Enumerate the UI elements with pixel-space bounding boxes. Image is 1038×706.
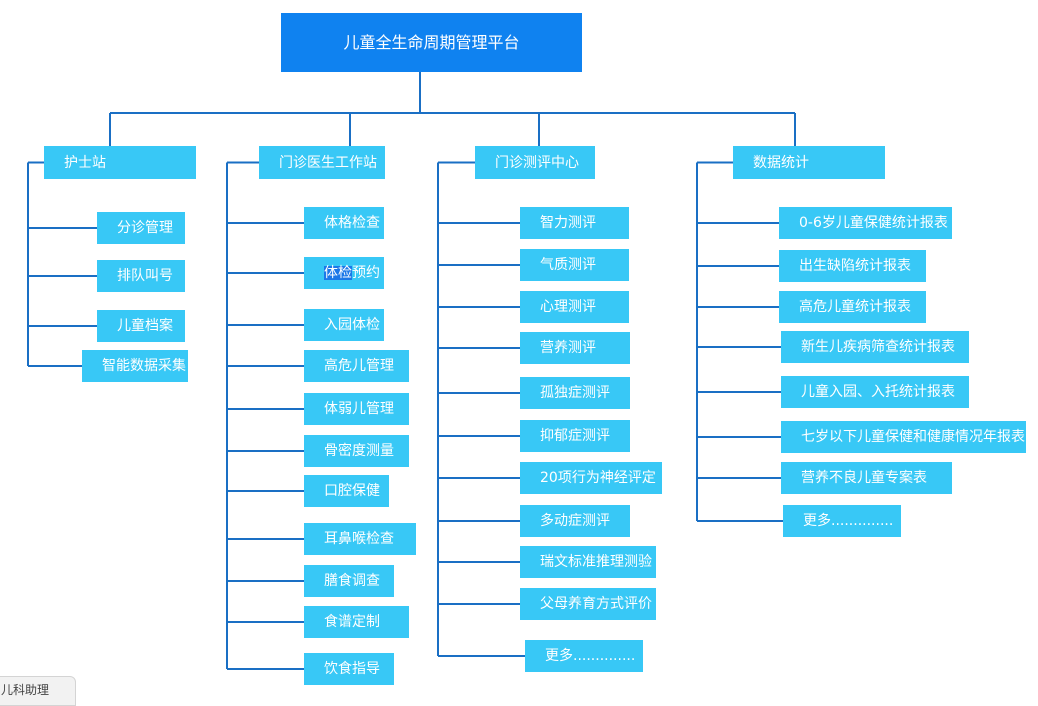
node-item[interactable]: 营养测评 bbox=[520, 332, 630, 364]
node-item[interactable]: 0-6岁儿童保健统计报表 bbox=[779, 207, 952, 239]
selected-text-highlight: 体检 bbox=[324, 265, 352, 281]
node-item[interactable]: 智能数据采集 bbox=[82, 350, 188, 382]
node-item[interactable]: 抑郁症测评 bbox=[520, 420, 630, 452]
node-item[interactable]: 多动症测评 bbox=[520, 505, 630, 537]
column-header-2[interactable]: 门诊医生工作站 bbox=[259, 146, 385, 179]
node-item[interactable]: 孤独症测评 bbox=[520, 377, 630, 409]
column-header-4[interactable]: 数据统计 bbox=[733, 146, 885, 179]
node-item[interactable]: 更多.............. bbox=[525, 640, 643, 672]
node-item[interactable]: 七岁以下儿童保健和健康情况年报表 bbox=[781, 421, 1026, 453]
node-item[interactable]: 体格检查 bbox=[304, 207, 384, 239]
column-header-3[interactable]: 门诊测评中心 bbox=[475, 146, 595, 179]
node-item[interactable]: 入园体检 bbox=[304, 309, 384, 341]
node-item[interactable]: 20项行为神经评定 bbox=[520, 462, 662, 494]
node-item[interactable]: 饮食指导 bbox=[304, 653, 394, 685]
node-item[interactable]: 智力测评 bbox=[520, 207, 629, 239]
node-item[interactable]: 出生缺陷统计报表 bbox=[779, 250, 926, 282]
node-item[interactable]: 瑞文标准推理测验 bbox=[520, 546, 656, 578]
node-item[interactable]: 体检预约 bbox=[304, 257, 384, 289]
node-item[interactable]: 气质测评 bbox=[520, 249, 629, 281]
node-item[interactable]: 食谱定制 bbox=[304, 606, 409, 638]
node-item[interactable]: 高危儿童统计报表 bbox=[779, 291, 926, 323]
node-item[interactable]: 口腔保健 bbox=[304, 475, 389, 507]
node-item[interactable]: 体弱儿管理 bbox=[304, 393, 409, 425]
node-item[interactable]: 营养不良儿童专案表 bbox=[781, 462, 952, 494]
node-item[interactable]: 心理测评 bbox=[520, 291, 629, 323]
node-item[interactable]: 耳鼻喉检查 bbox=[304, 523, 416, 555]
column-header-1[interactable]: 护士站 bbox=[44, 146, 196, 179]
corner-tab[interactable]: 儿科助理 bbox=[0, 676, 76, 706]
node-item[interactable]: 骨密度测量 bbox=[304, 435, 409, 467]
node-item[interactable]: 儿童入园、入托统计报表 bbox=[781, 376, 969, 408]
node-item[interactable]: 新生儿疾病筛查统计报表 bbox=[781, 331, 969, 363]
node-item[interactable]: 儿童档案 bbox=[97, 310, 185, 342]
node-item[interactable]: 排队叫号 bbox=[97, 260, 185, 292]
node-item[interactable]: 更多.............. bbox=[783, 505, 901, 537]
node-item[interactable]: 膳食调查 bbox=[304, 565, 394, 597]
node-item[interactable]: 高危儿管理 bbox=[304, 350, 409, 382]
node-item[interactable]: 分诊管理 bbox=[97, 212, 185, 244]
root-node[interactable]: 儿童全生命周期管理平台 bbox=[281, 13, 582, 72]
node-item[interactable]: 父母养育方式评价 bbox=[520, 588, 656, 620]
